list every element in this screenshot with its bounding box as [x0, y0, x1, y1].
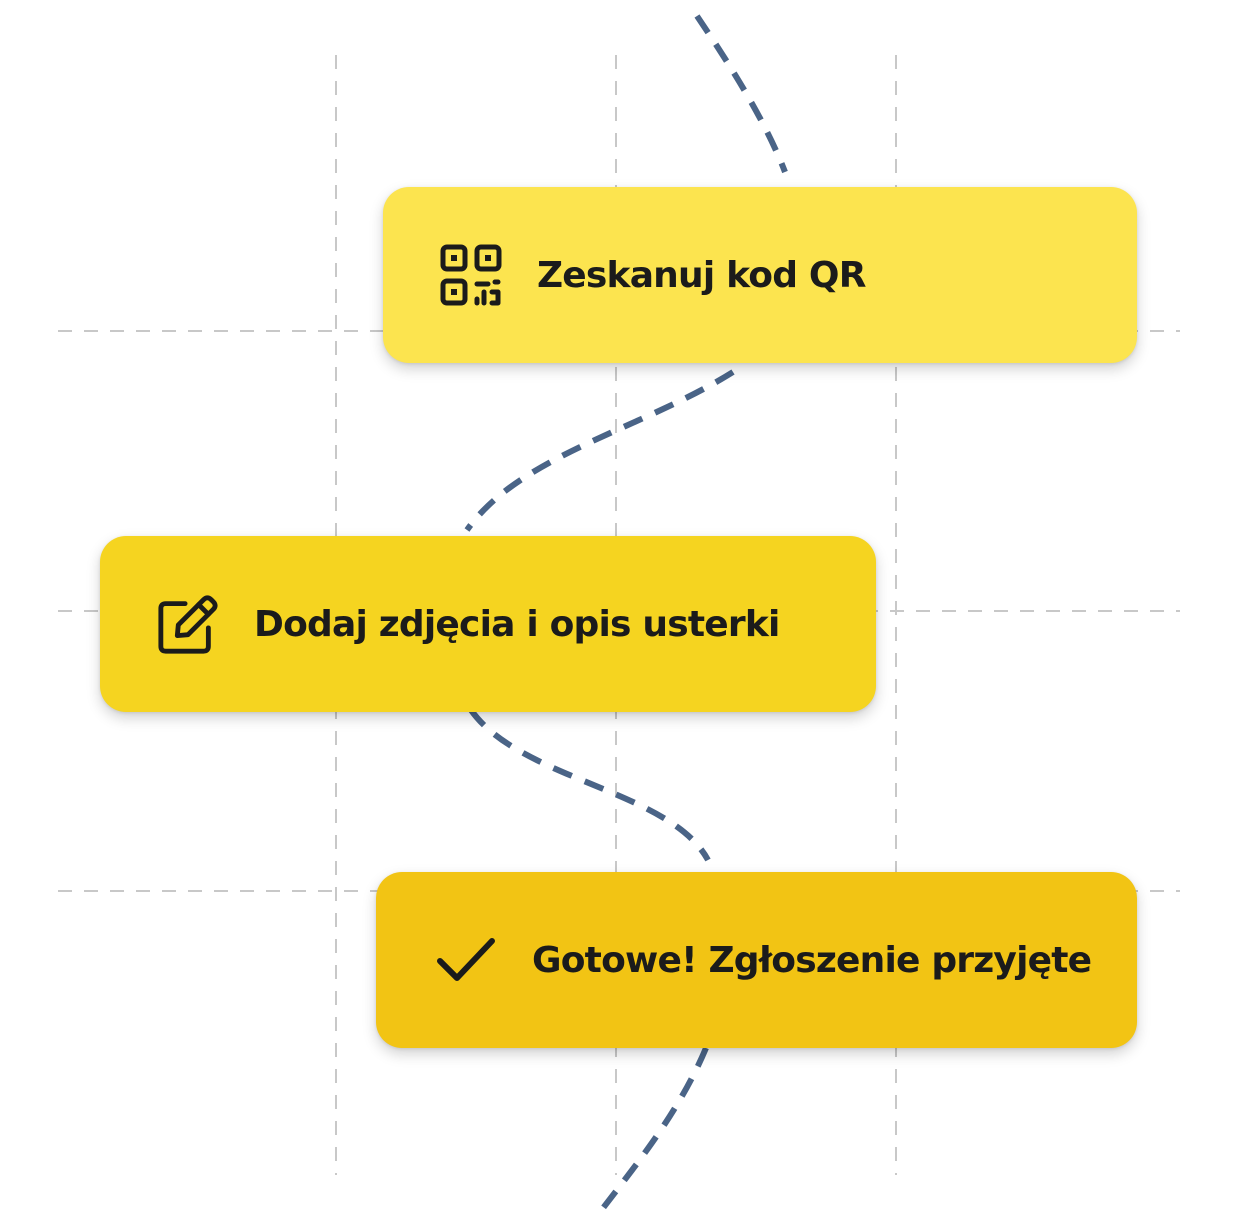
step-card-scan-qr: Zeskanuj kod QR: [383, 187, 1137, 363]
step-label: Zeskanuj kod QR: [537, 254, 866, 296]
connector-step1-to-step2: [464, 369, 735, 532]
qr-code-icon: [439, 243, 503, 307]
connector-bottom: [597, 1046, 709, 1214]
connector-step2-to-step3: [468, 708, 711, 862]
flow-connectors: [464, 14, 788, 1214]
step-card-add-photos: Dodaj zdjęcia i opis usterki: [100, 536, 876, 712]
checkmark-icon: [434, 928, 498, 992]
step-label: Dodaj zdjęcia i opis usterki: [254, 603, 780, 645]
step-card-done: Gotowe! Zgłoszenie przyjęte: [376, 872, 1137, 1048]
step-label: Gotowe! Zgłoszenie przyjęte: [532, 939, 1092, 981]
connector-top: [694, 14, 788, 174]
edit-pencil-icon: [156, 592, 220, 656]
